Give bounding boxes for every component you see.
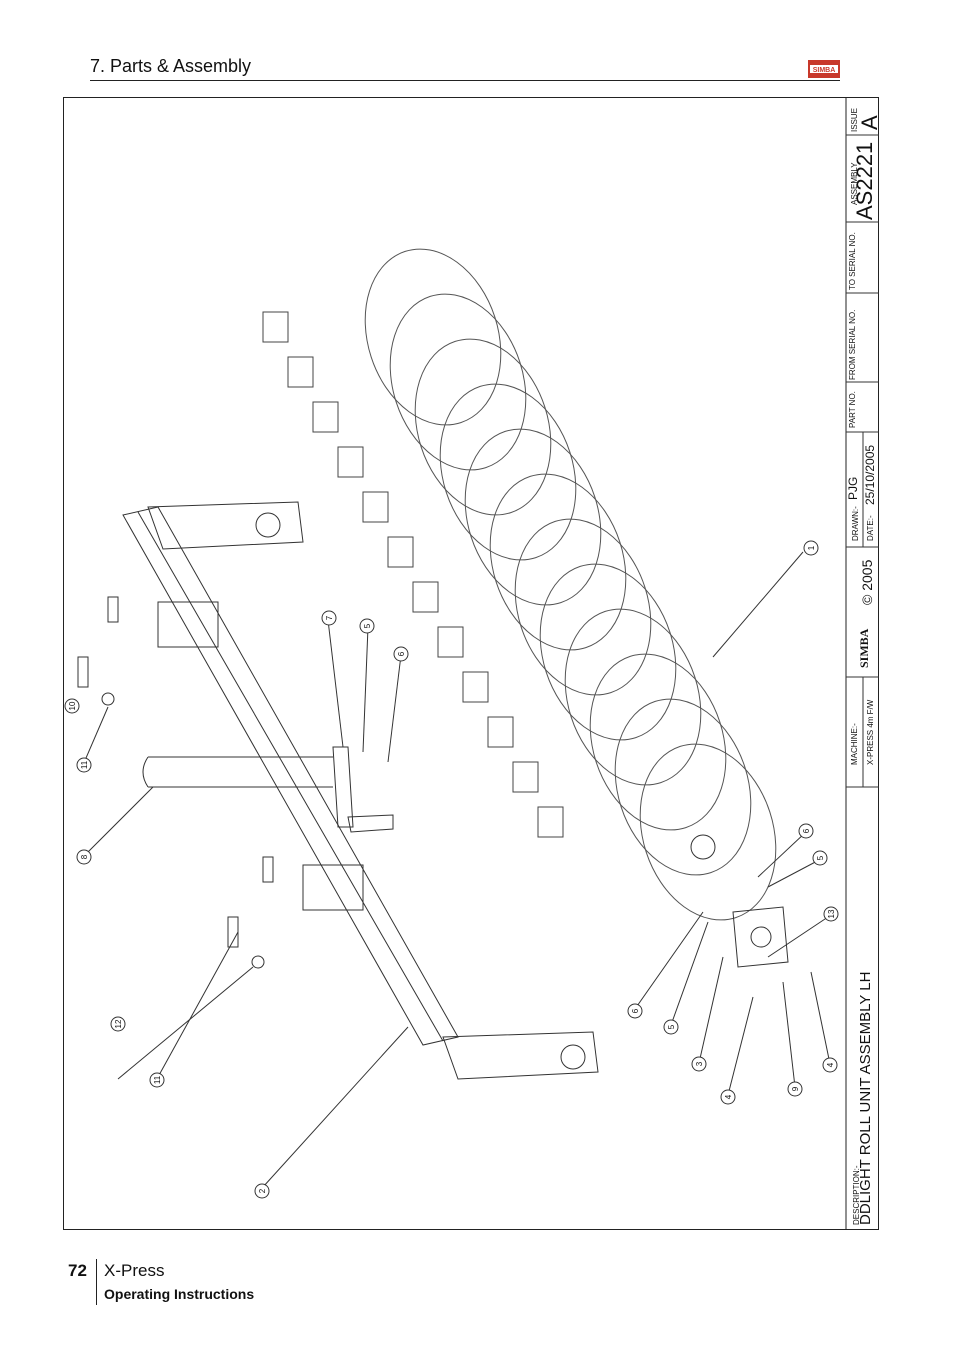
product-name: X-Press	[104, 1261, 165, 1280]
callout-9: 9	[791, 1086, 800, 1091]
document-subtitle: Operating Instructions	[104, 1286, 255, 1302]
callout-13: 13	[827, 909, 836, 918]
callout-12: 12	[114, 1019, 123, 1028]
callout-3: 3	[695, 1061, 704, 1066]
callout-2: 2	[258, 1188, 267, 1193]
header-divider	[90, 80, 840, 81]
machine-value: X-PRESS 4m F/W	[866, 699, 875, 765]
callout-6b: 6	[802, 828, 811, 833]
callout-5c: 5	[667, 1024, 676, 1029]
assembly-number: AS2221	[852, 141, 877, 220]
to-serial-label: TO SERIAL NO.	[848, 232, 857, 290]
callout-4b: 4	[826, 1062, 835, 1067]
from-serial-label: FROM SERIAL NO.	[848, 309, 857, 380]
callout-6c: 6	[631, 1008, 640, 1013]
drawn-label: DRAWN:-	[851, 506, 860, 541]
callout-11a: 11	[80, 760, 89, 769]
page-number: 72	[68, 1261, 87, 1280]
callout-5b: 5	[816, 855, 825, 860]
callout-10: 10	[68, 701, 77, 710]
logo-text: SIMBA	[813, 67, 836, 74]
callout-4a: 4	[724, 1094, 733, 1099]
drawing-frame	[63, 97, 879, 1230]
description-value: DDLIGHT ROLL UNIT ASSEMBLY LH	[857, 971, 874, 1225]
part-no-label: PART NO.	[848, 391, 857, 428]
copyright: © 2005	[859, 559, 875, 605]
callout-8: 8	[80, 854, 89, 859]
footer-divider	[96, 1259, 97, 1305]
title-block-logo: SIMBA	[857, 628, 871, 668]
callout-11b: 11	[153, 1075, 162, 1084]
machine-label: MACHINE:-	[850, 723, 859, 765]
date-value: 25/10/2005	[863, 444, 877, 505]
section-title: 7. Parts & Assembly	[90, 56, 252, 76]
simba-logo: SIMBA	[808, 60, 840, 78]
drawn-by: PJG	[846, 476, 860, 500]
callout-7: 7	[325, 615, 334, 620]
callout-6a: 6	[397, 651, 406, 656]
callout-5a: 5	[363, 623, 372, 628]
assembly-drawing: 1 2 3 4 4 5 5 5 6 6 6 7 8 9 10 11 11 12 …	[64, 97, 879, 1230]
date-label: DATE:-	[866, 515, 875, 541]
callout-1: 1	[807, 545, 816, 550]
issue-value: A	[857, 115, 882, 130]
